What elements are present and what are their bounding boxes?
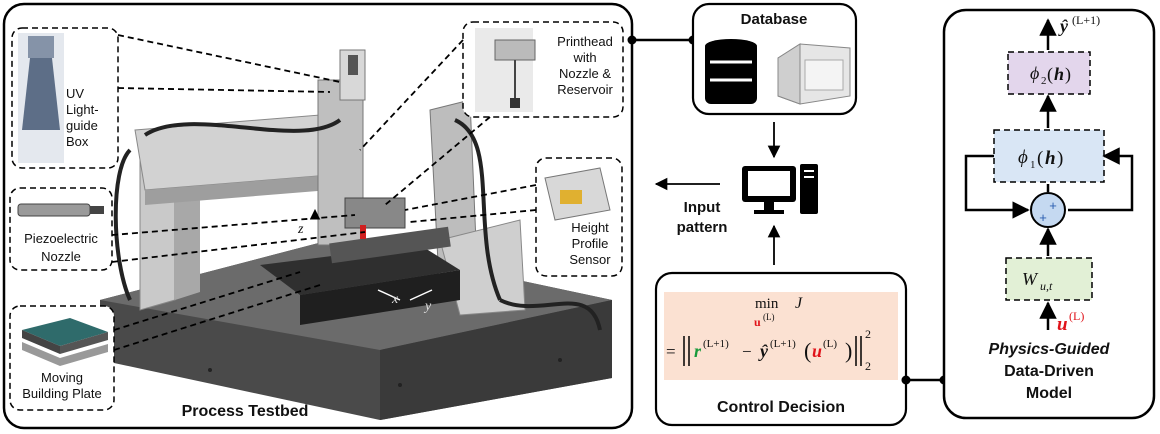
input-pattern-line1: Input <box>684 199 721 216</box>
database-title: Database <box>741 11 808 28</box>
paren-open: ( <box>804 338 811 363</box>
sensor-label-line1: Height <box>571 220 609 235</box>
axis-y-label: y <box>423 299 432 314</box>
model-title-line1: Physics-Guided <box>989 341 1111 358</box>
phi1-paren-open: ( <box>1037 148 1043 169</box>
phi2-symbol: ϕ <box>1030 63 1039 83</box>
summing-junction <box>1030 192 1066 228</box>
computer-icon <box>742 164 818 214</box>
piezo-label-line2: Nozzle <box>41 249 81 264</box>
model-input-superscript: (L) <box>1069 309 1084 323</box>
u-superscript: (L) <box>823 338 837 350</box>
height-profile-sensor-callout: Height Profile Sensor <box>535 157 623 277</box>
process-testbed-title: Process Testbed <box>182 403 309 420</box>
y-superscript: (L+1) <box>770 338 796 350</box>
uv-light-guide-box-callout: UV Light- guide Box <box>11 27 119 169</box>
moving-building-plate-callout: Moving Building Plate <box>9 305 115 411</box>
sum-plus-lower: + <box>1039 210 1047 225</box>
model-title-line3: Model <box>1026 385 1072 402</box>
physics-guided-model-box: ŷ (L+1) ϕ 2 ( h ) ϕ 1 ( h ) + + W u,t u … <box>942 8 1156 420</box>
min-operator: min <box>755 296 779 312</box>
min-subscript: u <box>754 315 761 329</box>
uv-label-line1: UV <box>66 86 84 101</box>
w-subscript: u,t <box>1040 279 1053 293</box>
min-subscript-sup: (L) <box>763 312 775 322</box>
piezo-label-line1: Piezoelectric <box>24 231 98 246</box>
database-cylinder-icon <box>705 39 757 104</box>
plate-label-line2: Building Plate <box>22 386 102 401</box>
axis-z-label: z <box>297 222 304 237</box>
uv-label-line3: guide <box>66 118 98 133</box>
printhead-label-line3: Nozzle & <box>559 66 611 81</box>
printer-machine-illustration <box>100 49 612 420</box>
sensor-label-line3: Sensor <box>569 252 611 267</box>
phi2-subscript: 2 <box>1041 75 1047 87</box>
uv-label-line4: Box <box>66 134 89 149</box>
plate-label-line1: Moving <box>41 370 83 385</box>
prediction-y-hat: ŷ <box>758 341 769 361</box>
input-u: u <box>812 341 822 361</box>
minus-sign: − <box>742 342 752 361</box>
w-symbol: W <box>1022 269 1039 289</box>
control-decision-title: Control Decision <box>717 399 845 416</box>
phi2-block <box>1007 51 1091 95</box>
printhead-label-line4: Reservoir <box>557 82 613 97</box>
model-input-u: u <box>1057 314 1068 335</box>
phi1-symbol: ϕ <box>1018 147 1028 168</box>
phi1-block <box>993 129 1105 183</box>
sensor-label-line2: Profile <box>572 236 609 251</box>
control-decision-box: min u (L) J = r (L+1) − ŷ (L+1) ( u (L) … <box>654 271 908 427</box>
r-superscript: (L+1) <box>703 338 729 350</box>
model-output-y-hat: ŷ <box>1058 16 1069 36</box>
equals-sign: = <box>666 342 676 361</box>
process-testbed-panel: z x y UV Light- guide Box Printhead with… <box>2 2 634 430</box>
reference-r: r <box>694 341 702 361</box>
phi2-h: h <box>1054 64 1064 84</box>
connector-dot <box>627 35 637 45</box>
phi1-subscript: 1 <box>1030 159 1036 171</box>
objective-background <box>664 292 898 380</box>
objective-J: J <box>795 295 803 312</box>
piezoelectric-nozzle-callout: Piezoelectric Nozzle <box>9 187 113 271</box>
w-block <box>1005 257 1093 301</box>
printhead-label-line2: with <box>572 50 596 65</box>
phi2-paren-open: ( <box>1047 64 1053 85</box>
printhead-callout: Printhead with Nozzle & Reservoir <box>462 21 624 118</box>
phi1-h: h <box>1045 148 1056 169</box>
input-pattern-line2: pattern <box>677 219 728 236</box>
norm-superscript: 2 <box>865 327 871 341</box>
model-title-line2: Data-Driven <box>1004 363 1094 380</box>
connector-dot <box>901 375 911 385</box>
paren-close: ) <box>845 338 852 363</box>
printhead-label-line1: Printhead <box>557 34 613 49</box>
controller-hardware-icon <box>777 43 851 105</box>
phi1-paren-close: ) <box>1057 148 1063 169</box>
uv-label-line2: Light- <box>66 102 99 117</box>
sum-plus-upper: + <box>1049 198 1057 213</box>
phi2-paren-close: ) <box>1065 64 1071 85</box>
database-box: Database <box>691 2 858 116</box>
axis-x-label: x <box>391 292 399 307</box>
norm-subscript: 2 <box>865 359 871 373</box>
model-output-superscript: (L+1) <box>1072 13 1100 27</box>
